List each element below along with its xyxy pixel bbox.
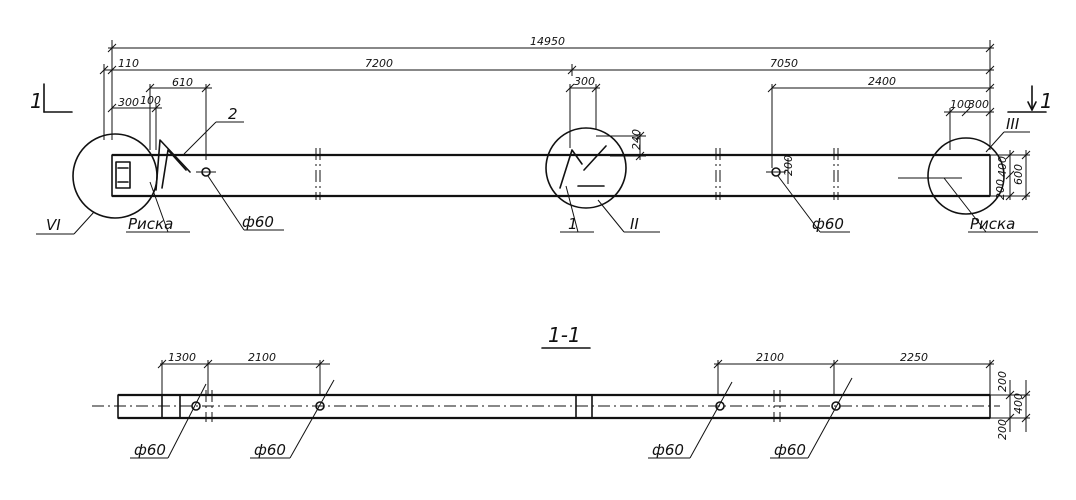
label-mark-1: 1 [568,215,578,233]
detail-circles [72,127,1005,219]
dim-200-v-text: 200 [994,179,1007,200]
dimension-left-details: 610 300 100 [107,76,212,160]
sec-dim-2250-text: 2250 [900,351,928,364]
section-title: 1-1 [548,323,581,347]
sec-dim-200-bot-text: 200 [996,419,1009,440]
label-ii: II [630,215,639,233]
dimension-vertical-right: 400 600 200 [990,150,1031,201]
dim-300-right-text: 300 [968,98,989,111]
sec-hole-4 [831,401,841,411]
dim-200-hole-text: 200 [782,155,795,176]
section-view: 1-1 1300 2100 2100 2250 [92,323,1031,459]
sec-hole-2 [315,401,325,411]
sec-label-hole-4: ф60 [774,441,806,459]
section-marks: 1 1 [30,83,1053,113]
sec-dim-1300-text: 1300 [168,351,196,364]
dim-610-text: 610 [172,76,193,89]
dim-300-left-text: 300 [118,96,139,109]
dim-100-left-text: 100 [140,94,161,107]
label-hole-right: ф60 [812,215,844,233]
label-hole-left: ф60 [242,213,274,231]
dimension-overall: 14950 [107,35,995,150]
sec-dim-200-top-text: 200 [996,371,1009,392]
detail-circle-iii [927,137,1005,215]
section-mark-right: 1 [1040,89,1053,113]
dim-7200-text: 7200 [365,57,393,70]
detail-circle-vi [72,133,158,219]
dim-300-mid-text: 300 [574,75,595,88]
section-leaders: ф60 ф60 ф60 ф60 [130,377,853,459]
beam-section [92,390,1000,422]
plan-holes: 200 [196,155,795,184]
sec-hole-1 [191,401,201,411]
sec-dim-400-text: 400 [1012,393,1025,414]
label-riska-right: Риска [970,215,1015,233]
dimension-chain-top: 110 7200 7050 [99,57,995,140]
plan-view: 14950 110 7200 7050 610 300 100 [30,35,1053,235]
section-holes [191,401,841,411]
label-vi: VI [46,216,61,234]
beam-plan [111,139,991,200]
dim-7050-text: 7050 [770,57,798,70]
sec-label-hole-1: ф60 [134,441,166,459]
label-iii: III [1006,115,1020,133]
sec-label-hole-2: ф60 [254,441,286,459]
detail-circle-ii [545,127,627,209]
dim-240-text: 240 [630,129,643,150]
dimension-mid-details: 300 240 [565,75,646,161]
label-riska-left: Риска [128,215,173,233]
dim-110-text: 110 [118,57,139,70]
dim-2400-text: 2400 [868,75,896,88]
label-mark-2: 2 [228,105,238,123]
plan-leaders: VI Риска ф60 2 1 II ф60 [36,105,1038,235]
sec-hole-3 [715,401,725,411]
sec-label-hole-3: ф60 [652,441,684,459]
sec-dim-2100a-text: 2100 [248,351,276,364]
dim-600-v-text: 600 [1012,164,1025,185]
sec-dim-2100b-text: 2100 [756,351,784,364]
dim-overall-text: 14950 [530,35,565,48]
dim-100-right-text: 100 [950,98,971,111]
section-mark-left: 1 [30,89,43,113]
section-dimensions: 1300 2100 2100 2250 200 400 200 [157,351,1031,440]
